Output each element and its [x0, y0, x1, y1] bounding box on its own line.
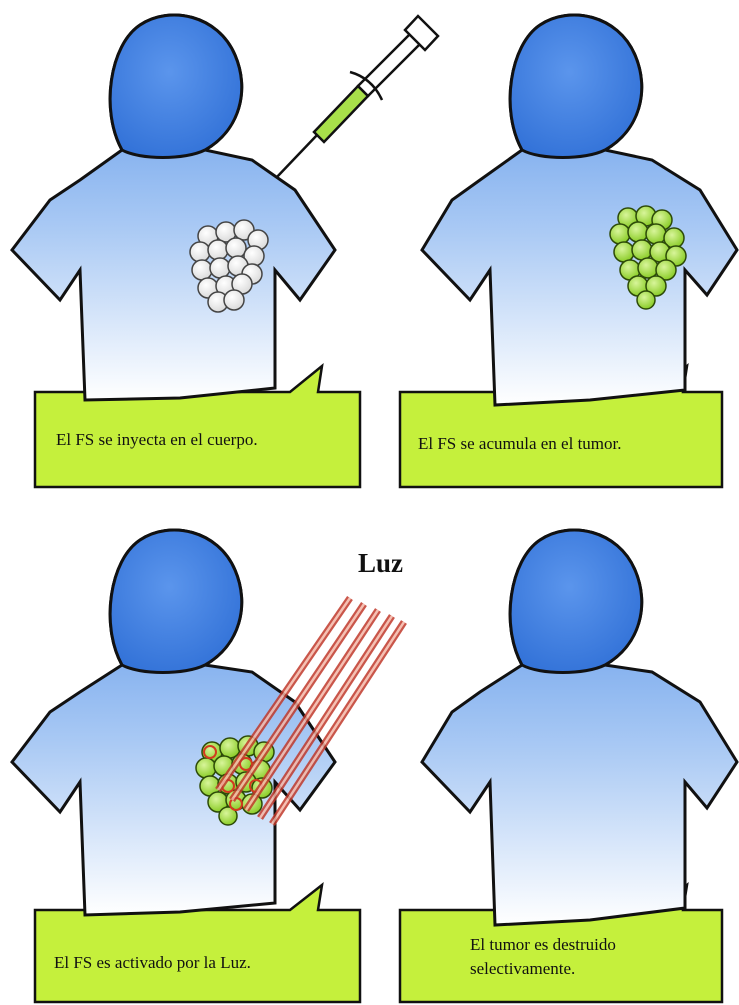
caption-panel-1: El FS se inyecta en el cuerpo.	[56, 429, 258, 451]
person-4	[422, 530, 737, 925]
panel-2	[400, 15, 737, 487]
panel-4	[400, 530, 737, 1002]
head	[510, 15, 642, 158]
head	[110, 15, 242, 158]
caption-panel-4-line-2: selectivamente.	[470, 958, 575, 980]
person-1	[12, 15, 335, 400]
head	[110, 530, 242, 673]
caption-panel-3: El FS es activado por la Luz.	[54, 952, 251, 974]
panel-3	[12, 530, 404, 1002]
caption-panel-4-line-1: El tumor es destruido	[470, 934, 616, 956]
head	[510, 530, 642, 673]
caption-panel-2: El FS se acumula en el tumor.	[418, 433, 622, 455]
light-label: Luz	[358, 548, 403, 579]
syringe-icon	[276, 16, 438, 178]
panel-1	[12, 15, 438, 487]
person-2	[422, 15, 737, 405]
